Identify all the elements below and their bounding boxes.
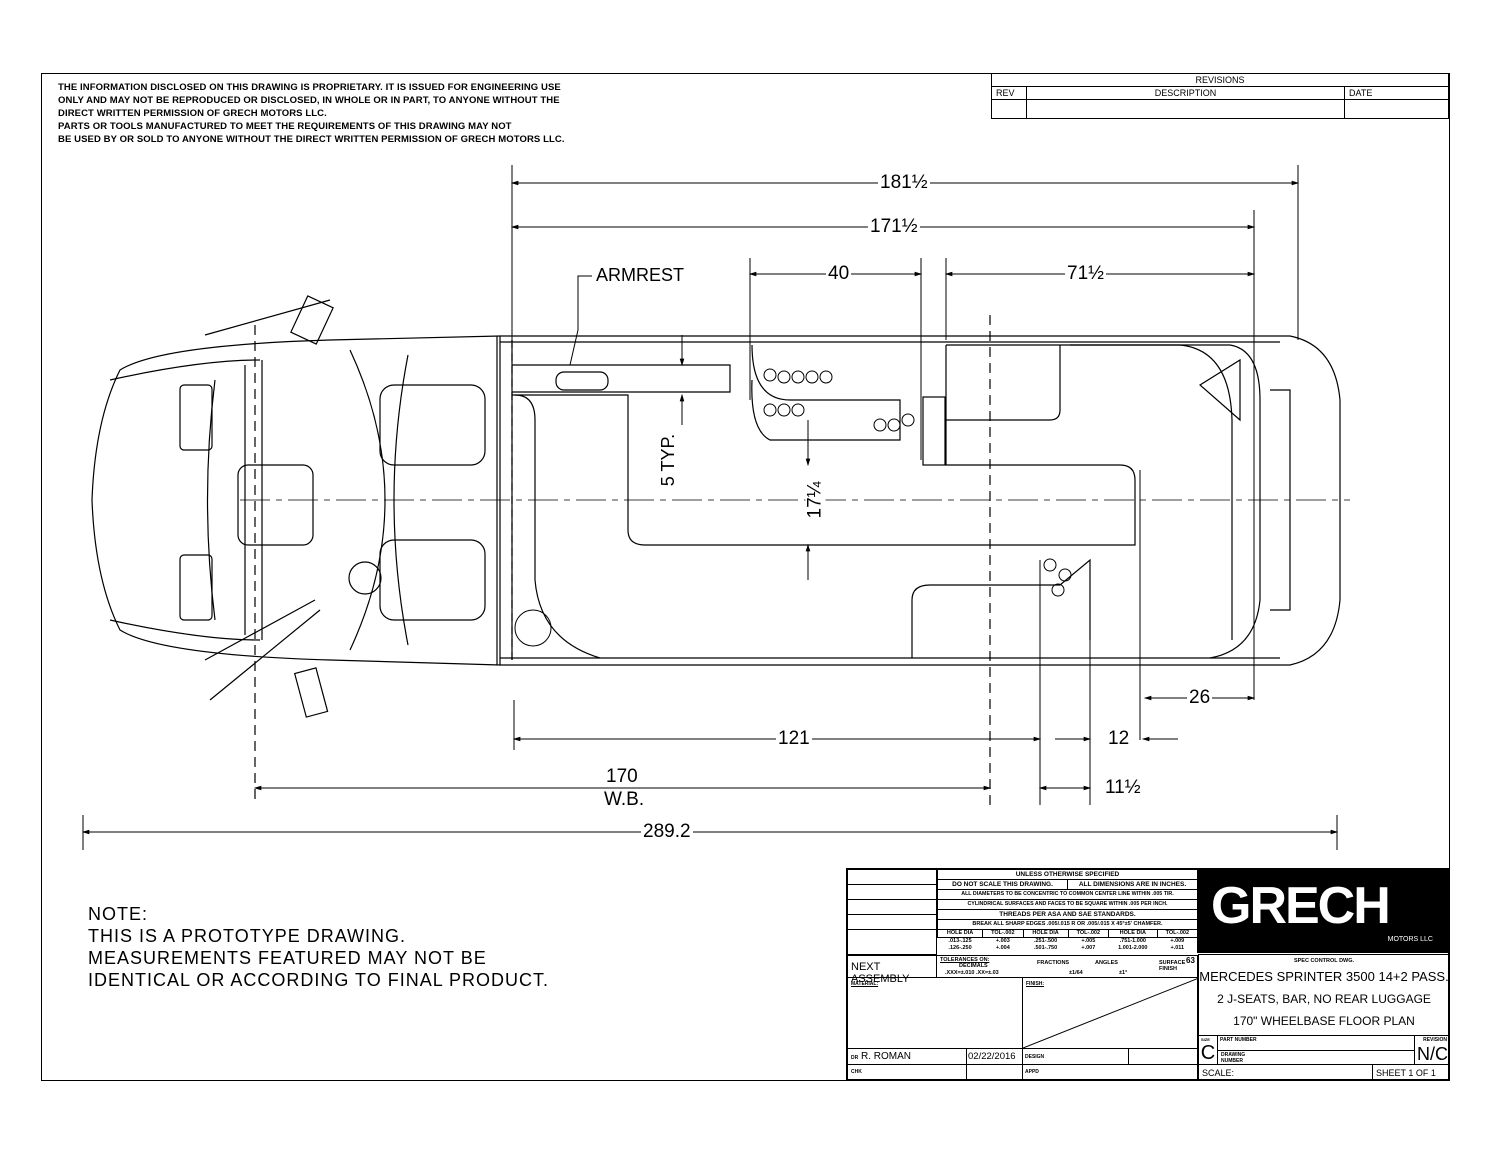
- title-line: MERCEDES SPRINTER 3500 14+2 PASS.: [1199, 969, 1449, 984]
- dim-181-5: 181½: [878, 172, 930, 193]
- size-value: C: [1200, 1042, 1216, 1064]
- dim-40: 40: [826, 263, 852, 284]
- cell: HOLE DIA: [936, 929, 984, 938]
- notice-line: PARTS OR TOOLS MANUFACTURED TO MEET THE …: [58, 121, 512, 132]
- surface-finish-value: 63: [1186, 956, 1195, 965]
- revisions-table: REVISIONS REV DESCRIPTION DATE: [991, 73, 1449, 119]
- edges-note: BREAK ALL SHARP EDGES .005/.015 R OR .00…: [937, 919, 1198, 930]
- note-line: THIS IS A PROTOTYPE DRAWING.: [88, 926, 407, 946]
- chk-label: CHK: [847, 1064, 967, 1081]
- cell: 1.001-2.000: [1118, 945, 1148, 951]
- material-label: MATERIAL:: [851, 981, 879, 987]
- no-scale-note: DO NOT SCALE THIS DRAWING.: [938, 880, 1068, 889]
- cell: HOLE DIA: [1108, 929, 1158, 938]
- logo-text: GRECH: [1211, 877, 1391, 935]
- dim-170: 170: [604, 766, 640, 787]
- dim-121: 121: [776, 728, 812, 749]
- cell: +.005: [1081, 938, 1096, 944]
- cell: TOL-.002: [1067, 929, 1110, 938]
- prototype-note: NOTE: THIS IS A PROTOTYPE DRAWING. MEASU…: [88, 903, 549, 991]
- size-cell: SIZE C: [1198, 1035, 1218, 1065]
- title-line: 170" WHEELBASE FLOOR PLAN: [1233, 1014, 1415, 1028]
- notice-line: BE USED BY OR SOLD TO ANYONE WITHOUT THE…: [58, 134, 565, 145]
- next-assembly: NEXT ASSEMBLY: [847, 955, 937, 985]
- dim-71-5: 71½: [1065, 263, 1106, 284]
- finish-cell: FINISH:: [1022, 977, 1199, 1049]
- drawing-number-cell: DRAWING NUMBER: [1217, 1050, 1415, 1065]
- dim-171-5: 171½: [868, 216, 920, 237]
- title-block: UNLESS OTHERWISE SPECIFIED DO NOT SCALE …: [846, 868, 1450, 1081]
- notice-line: THE INFORMATION DISCLOSED ON THIS DRAWIN…: [58, 82, 561, 93]
- design-label: DESIGN: [1022, 1048, 1129, 1065]
- revision-cell: REVISION N/C: [1414, 1035, 1450, 1065]
- fractions-label: FRACTIONS: [1037, 960, 1070, 966]
- cell: +.003: [995, 938, 1010, 944]
- angles-value: ±1°: [1119, 970, 1128, 976]
- cell: .501-.750: [1033, 945, 1058, 951]
- fractions-value: ±1/64: [1069, 970, 1083, 976]
- proprietary-notice: THE INFORMATION DISCLOSED ON THIS DRAWIN…: [58, 81, 565, 146]
- angles-label: ANGLES: [1095, 960, 1118, 966]
- cell: .013-.125: [948, 938, 972, 944]
- size-label: SIZE: [1201, 1037, 1210, 1042]
- note-line: IDENTICAL OR ACCORDING TO FINAL PRODUCT.: [88, 970, 550, 990]
- tolerances-label: TOLERANCES ON:: [940, 957, 990, 963]
- finish-diagonal: [1023, 978, 1199, 1049]
- dim-12: 12: [1106, 728, 1132, 749]
- van-outline: [91, 295, 1350, 805]
- part-number-label: PART NUMBER: [1220, 1037, 1257, 1043]
- surface-finish-label: SURFACE FINISH: [1159, 960, 1186, 972]
- cell: +.004: [995, 945, 1010, 951]
- scale-label: SCALE:: [1198, 1064, 1373, 1081]
- grech-logo: GRECH MOTORS LLC: [1197, 868, 1449, 953]
- revision-value: N/C: [1417, 1044, 1448, 1064]
- cell: .751-1.000: [1119, 938, 1146, 944]
- cell: TOL-.002: [982, 929, 1024, 938]
- armrest-label: ARMREST: [594, 265, 687, 285]
- drawn-date: 02/22/2016: [966, 1048, 1023, 1065]
- title-line: 2 J-SEATS, BAR, NO REAR LUGGAGE: [1217, 992, 1431, 1006]
- dimension-lines: [81, 165, 1339, 850]
- drawing-border: [41, 73, 1450, 1081]
- dim-26: 26: [1187, 687, 1213, 708]
- appd-label: APPD: [1022, 1064, 1198, 1081]
- dim-5-typ: 5 TYP.: [658, 431, 679, 489]
- spec-control-label: SPEC CONTROL DWG.: [1293, 958, 1355, 964]
- inches-note: ALL DIMENSIONS ARE IN INCHES.: [1078, 881, 1187, 888]
- dim-17-25: 17¼: [804, 479, 826, 521]
- cell: TOL-.002: [1156, 929, 1199, 938]
- concentric-note: ALL DIAMETERS TO BE CONCENTRIC TO COMMON…: [937, 889, 1198, 900]
- cell: HOLE DIA: [1022, 929, 1069, 938]
- logo-subtext: MOTORS LLC: [1387, 936, 1433, 943]
- note-title: NOTE:: [88, 904, 149, 924]
- drawing-title: SPEC CONTROL DWG. MERCEDES SPRINTER 3500…: [1198, 954, 1450, 1036]
- material-cell: MATERIAL:: [847, 977, 1023, 1049]
- drawing-number-label: DRAWING NUMBER: [1221, 1052, 1246, 1064]
- notice-line: ONLY AND MAY NOT BE REPRODUCED OR DISCLO…: [58, 95, 560, 106]
- decimals-label: DECIMALS: [959, 963, 988, 969]
- cell: .251-.500: [1033, 938, 1058, 944]
- date-cell: [1344, 99, 1449, 119]
- dim-289-2: 289.2: [641, 821, 693, 842]
- revision-label: REVISION: [1423, 1037, 1447, 1043]
- cell: .126-.250: [948, 945, 972, 951]
- cell: +.007: [1081, 945, 1096, 951]
- dr-label: DR: [851, 1055, 859, 1061]
- spec-notes: UNLESS OTHERWISE SPECIFIED DO NOT SCALE …: [936, 869, 1199, 955]
- sheet-number: SHEET 1 OF 1: [1372, 1064, 1450, 1081]
- drawn-by: R. ROMAN: [861, 1051, 912, 1062]
- notice-line: DIRECT WRITTEN PERMISSION OF GRECH MOTOR…: [58, 108, 327, 119]
- dim-11-5: 11½: [1103, 777, 1143, 798]
- note-line: MEASUREMENTS FEATURED MAY NOT BE: [88, 948, 487, 968]
- cell: +.009: [1170, 938, 1185, 944]
- cell: +.011: [1170, 945, 1185, 951]
- finish-label: FINISH:: [1026, 981, 1045, 987]
- square-note: CYLINDRICAL SURFACES AND FACES TO BE SQU…: [937, 899, 1198, 910]
- dim-wb-label: W.B.: [602, 789, 647, 810]
- decimals-values: .XXX=±.010 .XX=±.03: [945, 970, 999, 976]
